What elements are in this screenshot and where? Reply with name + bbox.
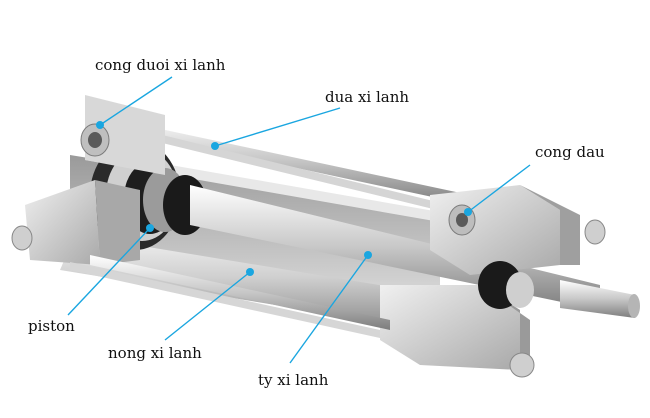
label-ty: ty xi lanh — [258, 371, 329, 389]
label-nong: nong xi lanh — [108, 344, 202, 362]
label-dua: dua xi lanh — [325, 88, 409, 106]
label-cong-duoi: cong duoi xi lanh — [95, 56, 226, 74]
label-piston: piston — [28, 317, 75, 335]
label-cong-dau: cong dau — [535, 143, 605, 161]
callout-dua: dua xi lanh — [211, 88, 409, 150]
